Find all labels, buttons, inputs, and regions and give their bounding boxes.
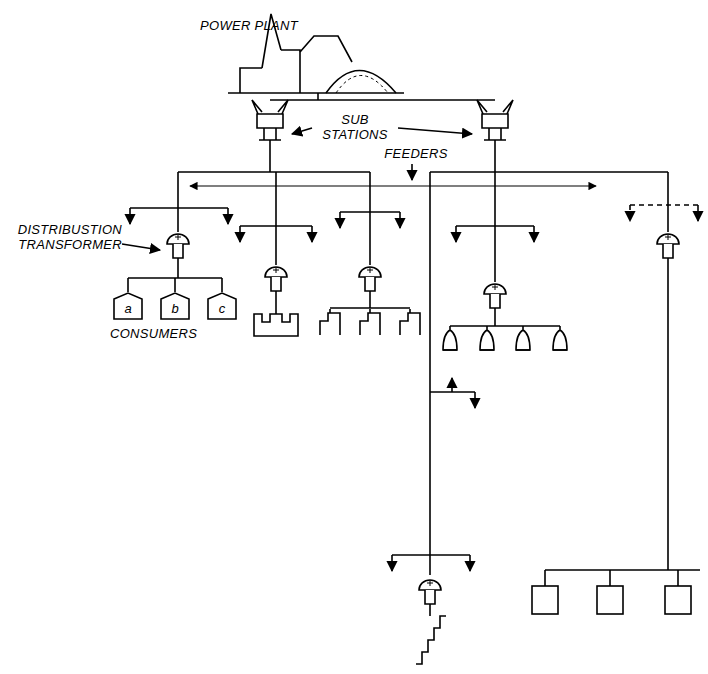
- consumer-house: c: [207, 292, 237, 320]
- consumer-letter: c: [212, 301, 232, 316]
- consumer-house: b: [160, 292, 190, 320]
- branch-e: [443, 172, 567, 350]
- consumer-letter: a: [118, 301, 138, 316]
- consumer-label: CONSUMERS: [110, 326, 240, 341]
- branch-c: [320, 172, 420, 335]
- branch-d: [392, 172, 475, 664]
- branch-a: [122, 172, 228, 292]
- feeders: [178, 140, 668, 186]
- feeder-label: FEEDERS: [380, 146, 452, 161]
- consumer-letter: b: [165, 301, 185, 316]
- plant-label: POWER PLANT: [200, 18, 310, 33]
- transformer-label: DISTRIBUSTION TRANSFORMER: [6, 222, 122, 252]
- consumer-house: a: [113, 292, 143, 320]
- substation-label: SUB STATIONS: [315, 112, 395, 142]
- branch-b: [240, 172, 312, 336]
- branch-f: [532, 172, 700, 614]
